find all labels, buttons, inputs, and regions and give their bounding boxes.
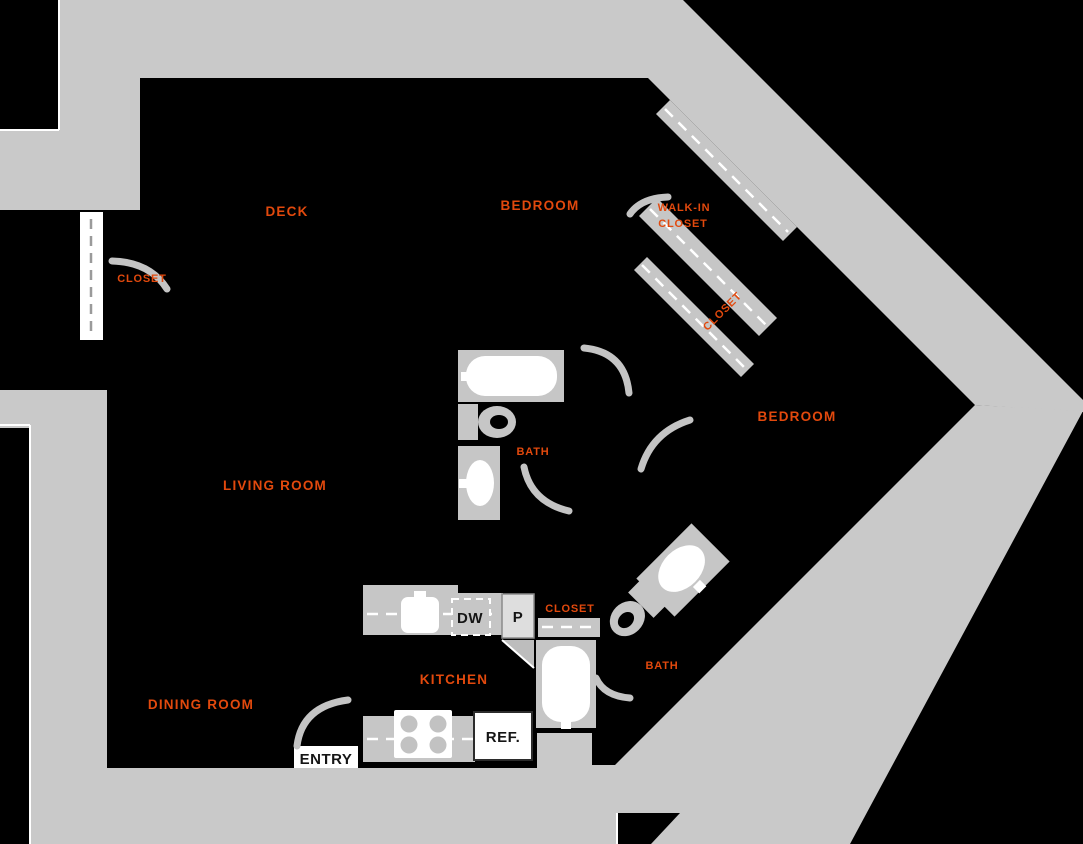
bathtub-second xyxy=(536,640,596,729)
label-bedroom-right: BEDROOM xyxy=(758,409,837,424)
deck-notch xyxy=(617,813,680,844)
door-arc-bedroom-top xyxy=(580,344,633,397)
deck-strip-top-left xyxy=(0,0,650,210)
dishwasher-box xyxy=(451,598,491,636)
label-walk-in-line1: WALK-IN xyxy=(658,202,711,214)
label-living-room: LIVING ROOM xyxy=(223,478,327,493)
vanity-main xyxy=(458,446,500,520)
hall-closet-shelf xyxy=(538,618,600,637)
deck-band-lower-diagonal xyxy=(615,405,1083,844)
label-pantry: P xyxy=(513,609,524,626)
pantry-box xyxy=(501,593,535,669)
angled-closet-shelf-lower xyxy=(634,257,754,377)
toilet-main xyxy=(458,404,516,440)
label-deck: DECK xyxy=(265,204,308,219)
label-closet-left: CLOSET xyxy=(117,273,166,285)
label-bath-second: BATH xyxy=(646,660,679,672)
label-dining-room: DINING ROOM xyxy=(148,697,254,712)
deck-band-upper-diagonal xyxy=(570,0,1083,412)
toilet-second xyxy=(609,578,668,637)
door-arc-bath-second xyxy=(592,674,634,702)
kitchen-sink xyxy=(401,591,439,633)
angled-closet-shelf-upper xyxy=(639,198,777,336)
door-arc-bath-main xyxy=(520,463,573,515)
label-walk-in-line2: CLOSET xyxy=(658,218,707,230)
door-arc-bedroom-right xyxy=(637,416,694,473)
kitchen-backsplash xyxy=(363,585,458,593)
door-arc-walk-in xyxy=(626,193,672,218)
refrigerator-box xyxy=(473,711,533,761)
walk-in-shelf xyxy=(656,100,797,241)
label-dishwasher: DW xyxy=(457,610,483,627)
label-closet-hall: CLOSET xyxy=(545,603,594,615)
door-arc-closet-left xyxy=(108,257,171,293)
stove xyxy=(394,710,452,758)
bathtub-main xyxy=(458,350,564,402)
label-entry: ENTRY xyxy=(300,751,353,768)
label-refrigerator: REF. xyxy=(486,729,521,746)
entry-box xyxy=(294,746,358,768)
label-bath-main: BATH xyxy=(517,446,550,458)
door-arc-entry xyxy=(293,696,352,750)
label-kitchen: KITCHEN xyxy=(420,672,488,687)
walkway-left-bottom xyxy=(0,390,617,844)
vanity-second xyxy=(636,523,730,617)
label-bedroom-top: BEDROOM xyxy=(501,198,580,213)
